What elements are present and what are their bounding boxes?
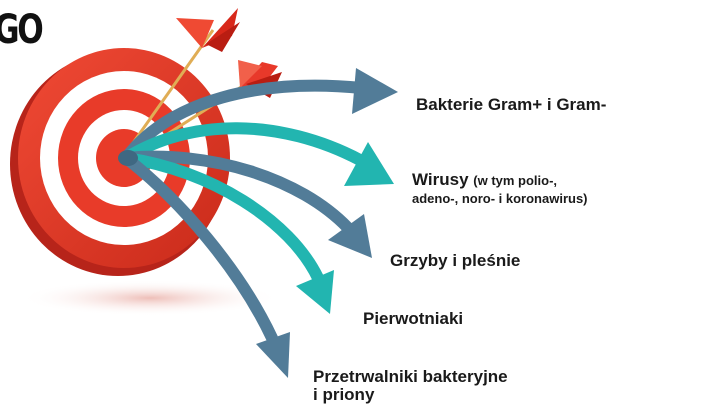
heading: GO bbox=[0, 10, 41, 50]
arrow-origin bbox=[118, 150, 138, 166]
label-wirusy: Wirusy (w tym polio-, adeno-, noro- i ko… bbox=[412, 170, 588, 206]
arrow-przetrwalniki bbox=[126, 158, 290, 378]
label-przetrwalniki-line2: i priony bbox=[313, 385, 374, 404]
label-bakterie-text: Bakterie Gram+ i Gram- bbox=[416, 95, 606, 114]
label-grzyby: Grzyby i pleśnie bbox=[390, 251, 520, 271]
label-wirusy-text: Wirusy bbox=[412, 170, 469, 189]
label-wirusy-line2: adeno-, noro- i koronawirus) bbox=[412, 191, 588, 206]
label-bakterie: Bakterie Gram+ i Gram- bbox=[416, 95, 606, 115]
label-przetrwalniki-line1: Przetrwalniki bakteryjne bbox=[313, 367, 508, 386]
label-pierwotniaki: Pierwotniaki bbox=[363, 309, 463, 329]
label-grzyby-text: Grzyby i pleśnie bbox=[390, 251, 520, 270]
label-wirusy-note: (w tym polio-, bbox=[473, 173, 557, 188]
label-pierwotniaki-text: Pierwotniaki bbox=[363, 309, 463, 328]
label-przetrwalniki: Przetrwalniki bakteryjne i priony bbox=[313, 368, 508, 405]
